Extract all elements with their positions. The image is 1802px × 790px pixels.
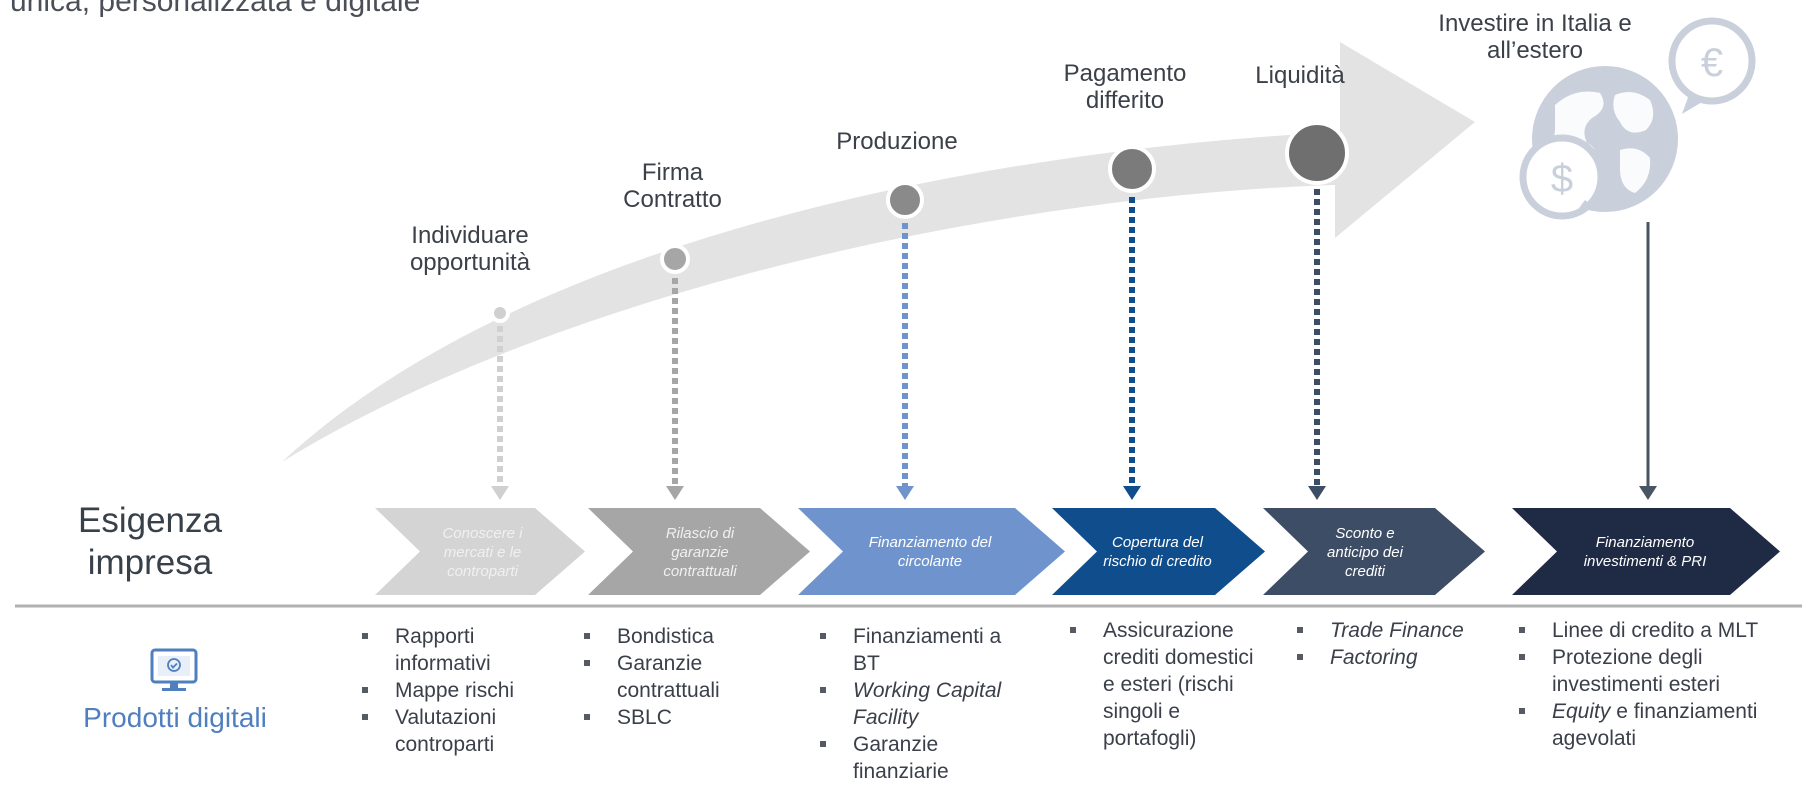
equity-word: Equity [1552,700,1611,723]
list-item: Mappe rischi [360,677,550,704]
chevron-5 [1263,508,1485,595]
list-item: Working Capital Facility [818,677,1023,731]
stage-label-firma: Firma Contratto [623,159,722,213]
dollar-symbol: $ [1551,157,1573,201]
products-title: Prodotti digitali [83,702,267,733]
list-item: Garanzie finanziarie [818,731,1023,785]
chevron-6 [1512,508,1780,595]
list-item: Valutazioni controparti [360,704,550,758]
list-item: Protezione degli investimenti esteri [1517,644,1797,698]
chevron-3 [798,508,1065,595]
equity-rest: e finanziamenti agevolati [1552,700,1758,750]
connector-arrowhead-2 [666,486,684,500]
chevron-text-investimenti: Finanziamento investimenti & PRI [1583,534,1707,570]
globe-currency-icon: € $ [1519,17,1756,220]
list-item: Rapporti informativi [360,623,550,677]
chevron-text-copertura: Copertura del rischio di credito [1103,534,1212,570]
connector-arrowhead-5 [1308,486,1326,500]
stage-dot-5 [1285,121,1349,185]
list-item: Bondistica [582,623,762,650]
list-item: SBLC [582,704,762,731]
products-list-5: Trade Finance Factoring [1295,617,1495,671]
connector-arrowhead-4 [1123,486,1141,500]
stage-label-individuare: Individuare opportunità [409,222,531,276]
list-item: Finanziamenti a BT [818,623,1023,677]
products-list-1: Rapporti informativi Mappe rischi Valuta… [360,623,550,758]
products-list-3: Finanziamenti a BT Working Capital Facil… [818,623,1023,785]
chevron-4 [1052,508,1265,595]
products-list-6: Linee di credito a MLT Protezione degli … [1517,617,1797,752]
monitor-check-icon [150,648,198,691]
connector-arrowhead-6 [1639,486,1657,500]
list-item: Garanzie contrattuali [582,650,762,704]
stage-label-produzione: Produzione [836,128,958,155]
list-item: Trade Finance [1295,617,1495,644]
chevron-2 [588,508,810,595]
connector-arrowhead-1 [491,486,509,500]
header-subtitle: unica, personalizzata e digitale [10,0,421,18]
connector-arrowhead-3 [896,486,914,500]
euro-symbol: € [1701,41,1723,85]
list-item: Factoring [1295,644,1495,671]
chevron-text-sconto: Sconto e anticipo dei crediti [1327,524,1403,580]
stage-label-investire: Investire in Italia e all’estero [1438,10,1632,64]
stage-label-liquidita: Liquidità [1255,62,1345,89]
stage-dot-4 [1108,145,1156,193]
chevron-text-conoscere: Conoscere i mercati e le controparti [442,524,523,580]
list-item: Linee di credito a MLT [1517,617,1797,644]
needs-title: Esigenza impresa [78,501,222,582]
chevron-1 [375,508,585,595]
list-item: Assicurazione crediti domestici e esteri… [1068,617,1258,752]
products-list-4: Assicurazione crediti domestici e esteri… [1068,617,1258,752]
chevron-text-rilascio: Rilascio di garanzie contrattuali [663,524,737,580]
stage-label-pagamento: Pagamento differito [1063,60,1187,114]
journey-arrow [282,42,1475,462]
stage-dot-1 [490,303,510,323]
chevron-text-circolante: Finanziamento del circolante [868,534,992,570]
stage-dot-2 [660,244,690,274]
stage-dot-3 [886,181,924,219]
list-item: Equity e finanziamenti agevolati [1517,698,1797,752]
products-list-2: Bondistica Garanzie contrattuali SBLC [582,623,762,731]
